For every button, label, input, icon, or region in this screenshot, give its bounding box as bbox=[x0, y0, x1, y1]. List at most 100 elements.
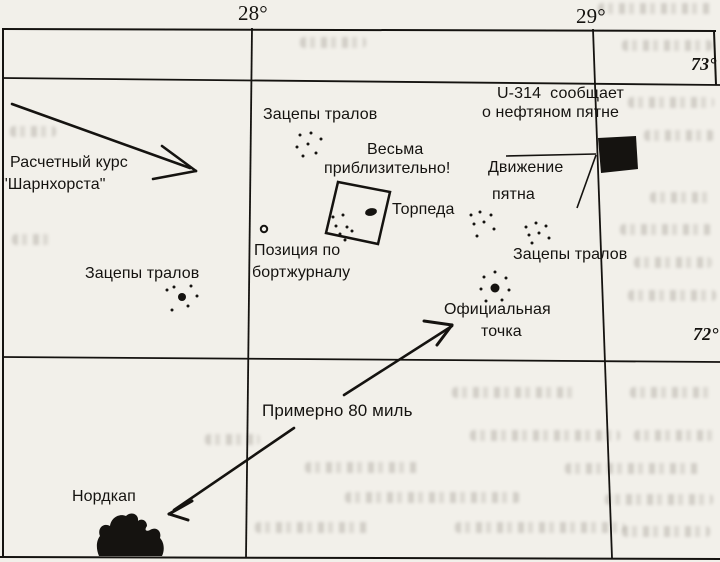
bleed-through-text bbox=[605, 494, 713, 505]
logbook-position-square bbox=[324, 180, 392, 246]
logbook-square-dots-dot bbox=[350, 229, 354, 233]
nordkap-label: Нордкап bbox=[72, 488, 136, 505]
trawl-snags-mid-west-dot bbox=[482, 220, 486, 224]
logbook-square-dots-dot bbox=[331, 215, 335, 219]
trawl-snags-mid-west-dot bbox=[475, 234, 479, 238]
logbook-label-line2: бортжурналу bbox=[252, 264, 351, 281]
trawl-west-point bbox=[178, 293, 186, 301]
bleed-through-text bbox=[452, 387, 578, 398]
trawl-snags-north-dot bbox=[301, 154, 305, 158]
trawl-snags-mid-east-dot bbox=[527, 233, 531, 237]
graticule bbox=[0, 27, 720, 560]
leader-movement-to-slick bbox=[576, 154, 597, 209]
meridian-28-label: 28° bbox=[238, 1, 268, 25]
bleed-through-text bbox=[630, 387, 714, 398]
trawl-snags-north-dot bbox=[319, 137, 323, 141]
official-label-line1: Официальная bbox=[444, 301, 551, 318]
trawl-snags-east-label: Зацепы тралов bbox=[513, 246, 628, 263]
meridian-29-line bbox=[592, 28, 613, 559]
bleed-through-text bbox=[565, 463, 700, 474]
bleed-through-text bbox=[12, 234, 50, 245]
bleed-through-text bbox=[634, 430, 714, 441]
bleed-through-text bbox=[650, 192, 712, 203]
u314-label-line1: U-314 сообщает bbox=[497, 85, 624, 102]
logbook-square-dots-dot bbox=[334, 224, 338, 228]
frame-bottom-border bbox=[0, 556, 720, 560]
official-label-line2: точка bbox=[481, 323, 522, 340]
approx-label-line1: Весьма bbox=[367, 141, 424, 158]
trawl-snags-west-halo-dot bbox=[172, 285, 176, 289]
official-point-halo-dot bbox=[504, 276, 508, 280]
trawl-snags-mid-east-dot bbox=[547, 236, 551, 240]
oil-slick-leader-lines bbox=[505, 153, 597, 209]
trawl-snags-north-dot bbox=[309, 131, 313, 135]
bleed-through-text bbox=[305, 462, 420, 473]
bleed-through-text bbox=[628, 97, 714, 108]
bleed-through-text bbox=[10, 126, 56, 137]
movement-label-line1: Движение bbox=[488, 159, 564, 176]
trawl-snags-mid-east-dot bbox=[537, 231, 541, 235]
trawl-snags-mid-east-dot bbox=[544, 224, 548, 228]
logbook-position-marker bbox=[259, 224, 269, 234]
parallel-73-line bbox=[1, 77, 720, 86]
trawl-snags-mid-west-dot bbox=[492, 227, 496, 231]
official-point bbox=[490, 283, 500, 293]
u314-label-line2: о нефтяном пятне bbox=[482, 104, 620, 121]
course-label-line2: "Шарнхорста" bbox=[2, 176, 106, 193]
trawl-snags-west-halo-dot bbox=[189, 284, 193, 288]
trawl-snags-west-halo-dot bbox=[170, 308, 174, 312]
bleed-through-text bbox=[620, 224, 712, 235]
torpedo-label: Торпеда bbox=[392, 201, 455, 218]
course-label-line1: Расчетный курс bbox=[10, 154, 128, 171]
meridian-28-line bbox=[245, 27, 253, 559]
nordkap-landmass bbox=[96, 513, 164, 556]
logbook-square-dots-dot bbox=[343, 238, 347, 242]
trawl-snags-mid-west-dot bbox=[478, 210, 482, 214]
trawl-snags-mid-east-dot bbox=[524, 225, 528, 229]
bleed-through-text bbox=[455, 522, 625, 533]
trawl-snags-mid-west-dot bbox=[472, 222, 476, 226]
parallel-72-label: 72° bbox=[693, 324, 719, 344]
oil-slick-marker bbox=[598, 136, 638, 173]
meridian-29-label: 29° bbox=[576, 4, 606, 28]
trawl-snags-west-label: Зацепы тралов bbox=[85, 265, 200, 282]
bleed-through-text bbox=[622, 40, 712, 51]
trawl-snags-west-halo-dot bbox=[186, 304, 190, 308]
trawl-snags-north-dot bbox=[298, 133, 302, 137]
trawl-snags-mid-east-dot bbox=[534, 221, 538, 225]
trawl-snags-north-label: Зацепы тралов bbox=[263, 106, 378, 123]
parallel-73-label: 73° bbox=[691, 54, 717, 74]
distance-arrow bbox=[167, 319, 454, 522]
parallel-72-line bbox=[1, 356, 720, 363]
bleed-through-text bbox=[622, 526, 710, 537]
trawl-snags-west-halo-dot bbox=[165, 288, 169, 292]
approx-label-line2: приблизительно! bbox=[324, 160, 451, 177]
official-point-halo-dot bbox=[482, 275, 486, 279]
official-point-halo-dot bbox=[500, 298, 504, 302]
map-markers bbox=[165, 131, 551, 312]
logbook-square-dots-dot bbox=[345, 225, 349, 229]
official-point-halo-dot bbox=[484, 299, 488, 303]
bleed-through-text bbox=[205, 434, 260, 445]
official-point-halo-dot bbox=[507, 288, 511, 292]
bleed-through-text bbox=[598, 3, 713, 14]
trawl-snags-north-dot bbox=[295, 145, 299, 149]
bleed-through-text bbox=[644, 130, 714, 141]
bleed-through-text bbox=[345, 492, 520, 503]
scharnhorst-course-arrow bbox=[10, 102, 198, 181]
bleed-through-text bbox=[634, 257, 712, 268]
trawl-snags-north-dot bbox=[306, 142, 310, 146]
trawl-snags-mid-west-dot bbox=[469, 213, 473, 217]
bleed-through-text bbox=[470, 430, 620, 441]
logbook-square-dots-dot bbox=[341, 213, 345, 217]
official-point-halo-dot bbox=[479, 287, 483, 291]
bleed-through-text bbox=[300, 37, 366, 48]
distance-label: Примерно 80 миль bbox=[262, 401, 413, 420]
leader-approx-to-slick bbox=[505, 153, 597, 157]
trawl-snags-west-halo-dot bbox=[195, 294, 199, 298]
official-point-halo-dot bbox=[493, 270, 497, 274]
trawl-snags-mid-east-dot bbox=[530, 241, 534, 245]
logbook-square-dots-dot bbox=[338, 232, 342, 236]
movement-label-line2: пятна bbox=[492, 186, 535, 203]
